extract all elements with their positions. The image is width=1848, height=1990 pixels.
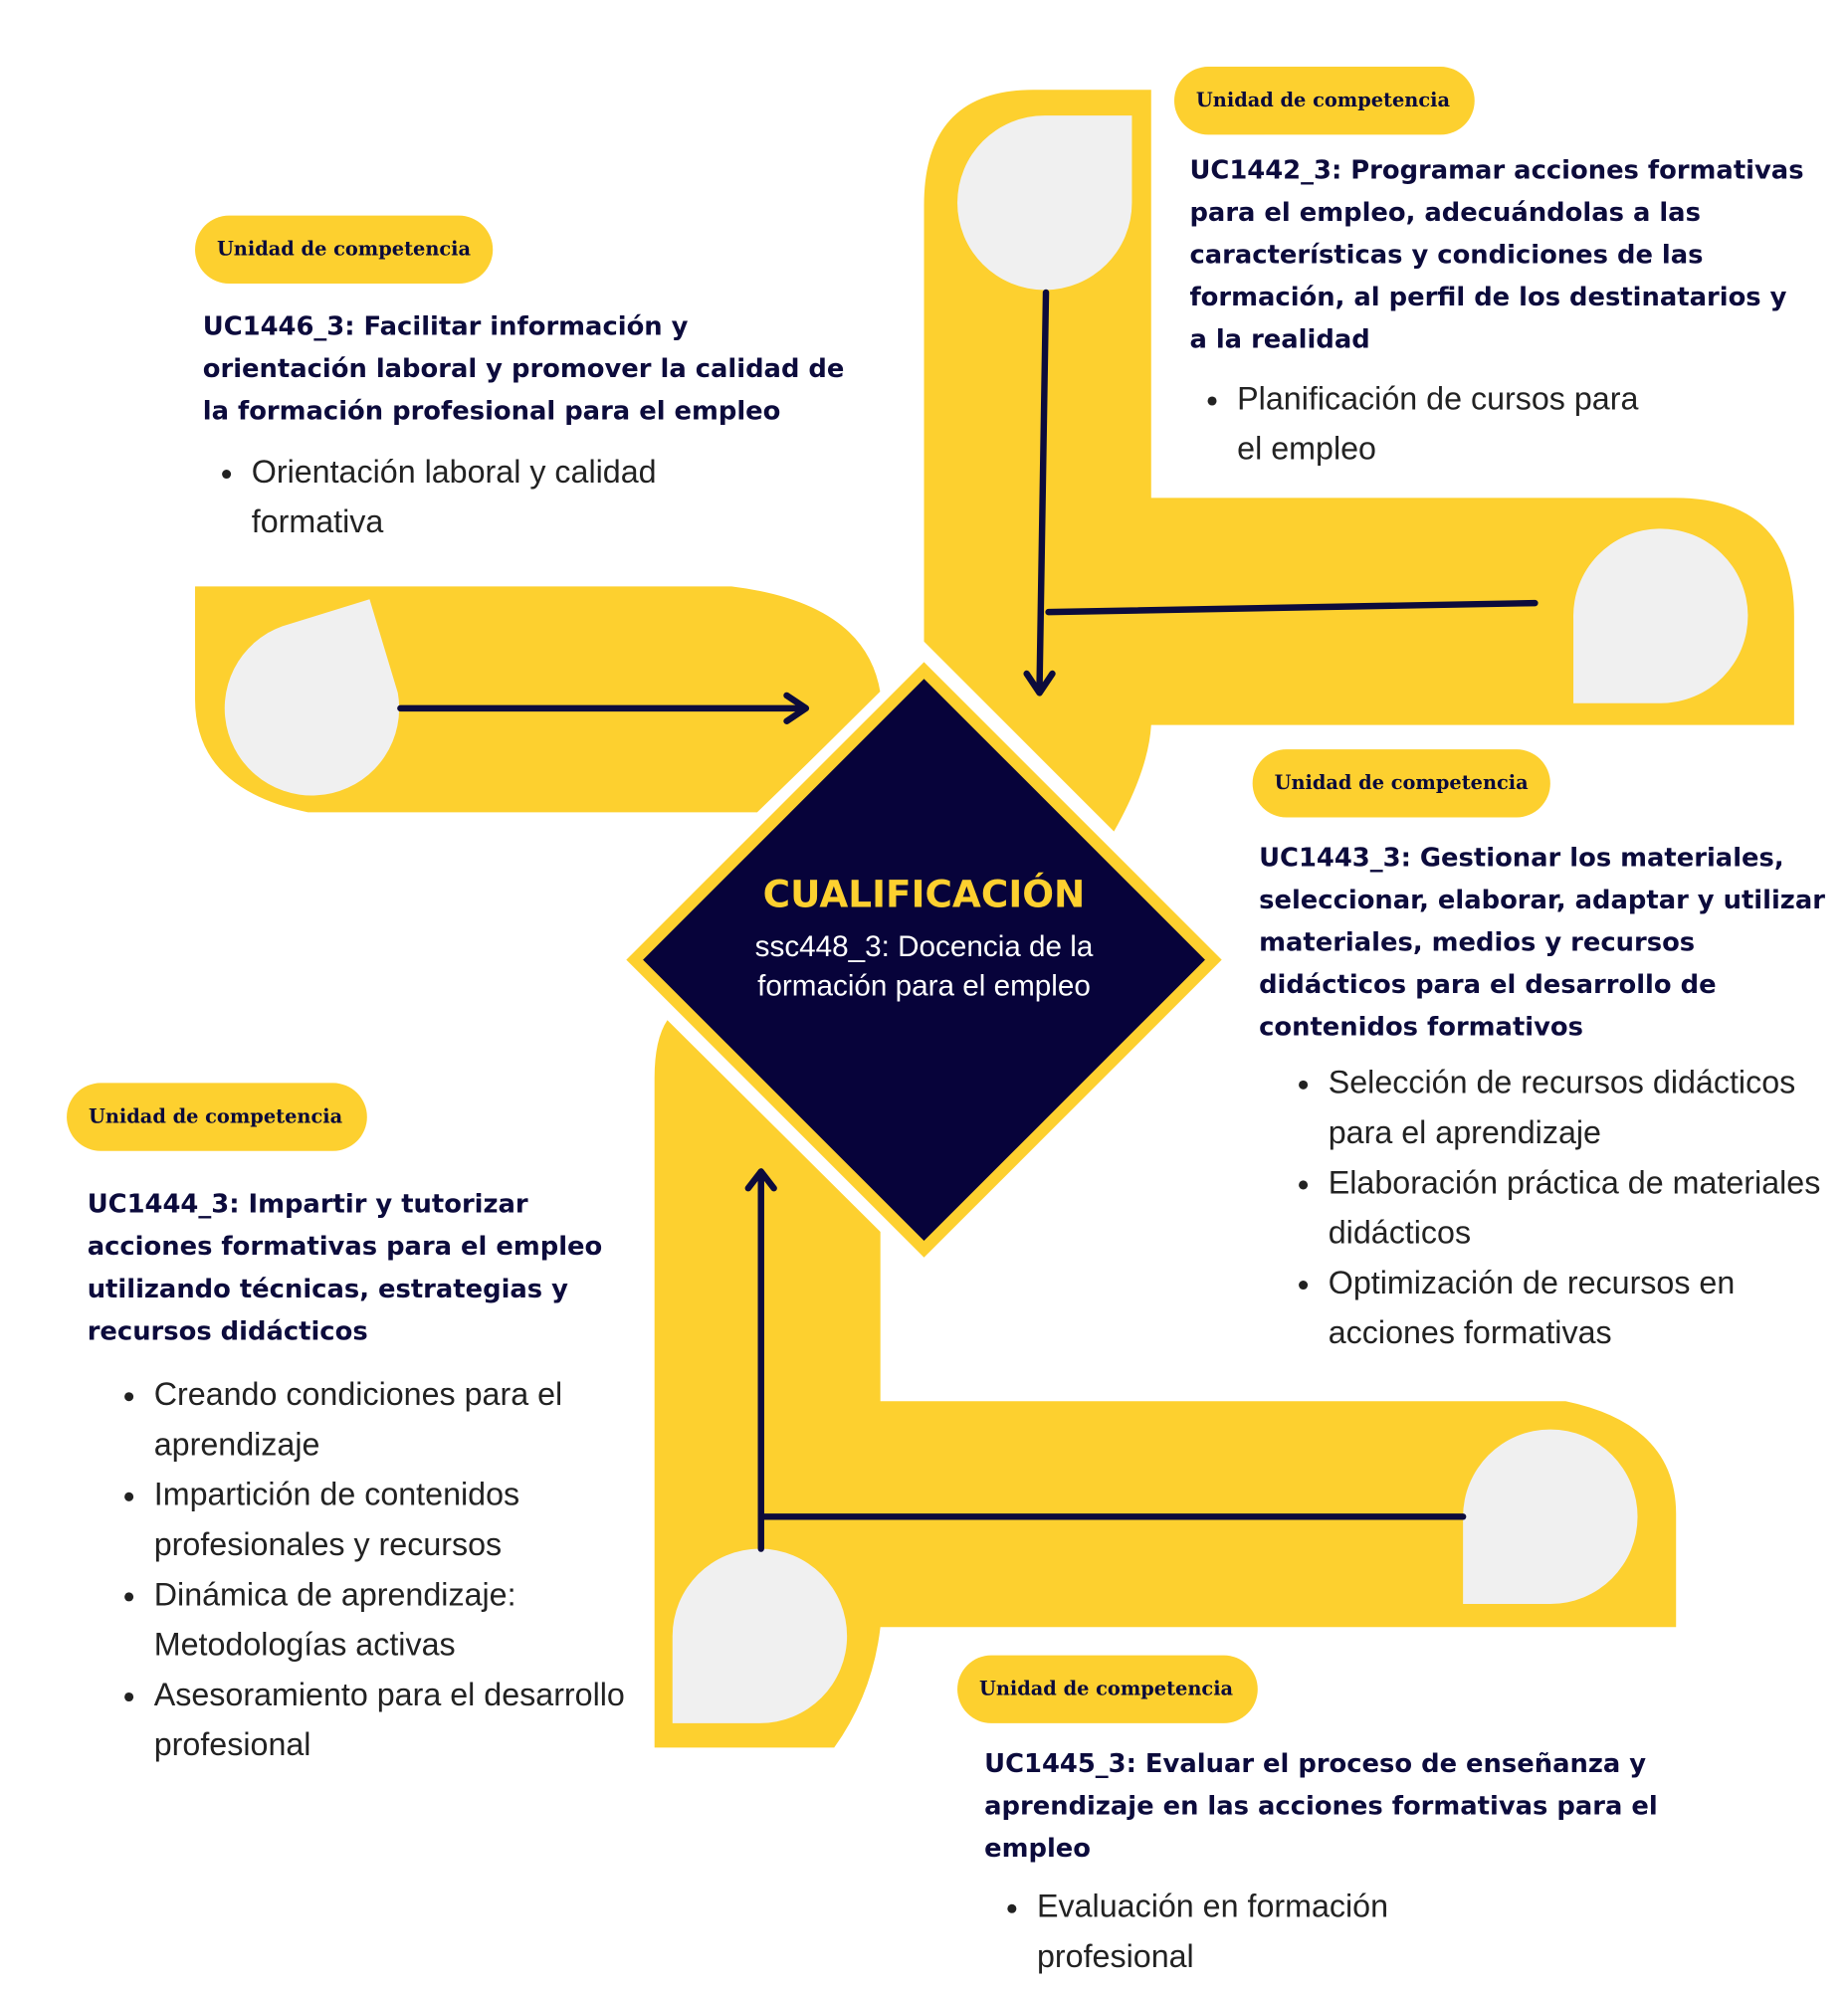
arrow-bottom-up <box>744 1168 777 1552</box>
unit-item: Dinámica de aprendizaje: Metodologías ac… <box>151 1570 652 1671</box>
unit-pill: Unidad de competencia <box>67 1083 367 1151</box>
unit-items: Selección de recursos didácticos para el… <box>1295 1059 1848 1359</box>
unit-pill: Unidad de competencia <box>195 215 494 285</box>
qualification-subtitle: ssc448_3: Docencia de la formación para … <box>754 928 1094 1003</box>
unit-item: Creando condiciones para el aprendizaje <box>151 1370 652 1471</box>
bottom-left-node-circle <box>672 1548 848 1723</box>
unit-items: Planificación de cursos para el empleo <box>1204 375 1646 476</box>
unit-pill: Unidad de competencia <box>1252 749 1550 818</box>
unit-title: UC1446_3: Facilitar información y orient… <box>202 310 845 427</box>
arrow-top-down <box>1023 289 1056 696</box>
right-node-circle <box>1573 528 1748 703</box>
unit-items: Evaluación en formación profesional <box>1003 1883 1470 1983</box>
unit-item: Impartición de contenidos profesionales … <box>151 1471 652 1571</box>
unit-title: UC1444_3: Impartir y tutorizar acciones … <box>87 1188 603 1346</box>
bottom-branch <box>654 1020 1677 1748</box>
unit-title: UC1445_3: Evaluar el proceso de enseñanz… <box>984 1747 1658 1864</box>
unit-title: UC1443_3: Gestionar los materiales, sele… <box>1259 841 1825 1043</box>
top-node-circle <box>957 115 1132 291</box>
unit-item: Selección de recursos didácticos para el… <box>1326 1059 1848 1159</box>
unit-item: Asesoramiento para el desarrollo profesi… <box>151 1671 652 1771</box>
unit-item: Orientación laboral y calidad formativa <box>249 448 762 548</box>
qualification-title: CUALIFICACIÓN <box>762 872 1086 916</box>
unit-items: Creando condiciones para el aprendizaje … <box>120 1370 652 1770</box>
unit-pill: Unidad de competencia <box>1173 67 1475 135</box>
unit-pill: Unidad de competencia <box>957 1655 1258 1723</box>
unit-title: UC1442_3: Programar acciones formativas … <box>1189 153 1804 354</box>
left-node-circle <box>224 599 400 796</box>
qualification-center: CUALIFICACIÓN ssc448_3: Docencia de la f… <box>693 873 1154 1006</box>
arrow-left-right <box>397 692 810 724</box>
connector-right <box>1045 599 1539 616</box>
unit-items: Orientación laboral y calidad formativa <box>218 448 762 548</box>
unit-item: Optimización de recursos en acciones for… <box>1326 1259 1848 1359</box>
unit-item: Elaboración práctica de materiales didác… <box>1326 1159 1848 1260</box>
unit-item: Planificación de cursos para el empleo <box>1235 375 1646 476</box>
bottom-right-node-circle <box>1463 1429 1638 1604</box>
unit-item: Evaluación en formación profesional <box>1034 1883 1470 1983</box>
